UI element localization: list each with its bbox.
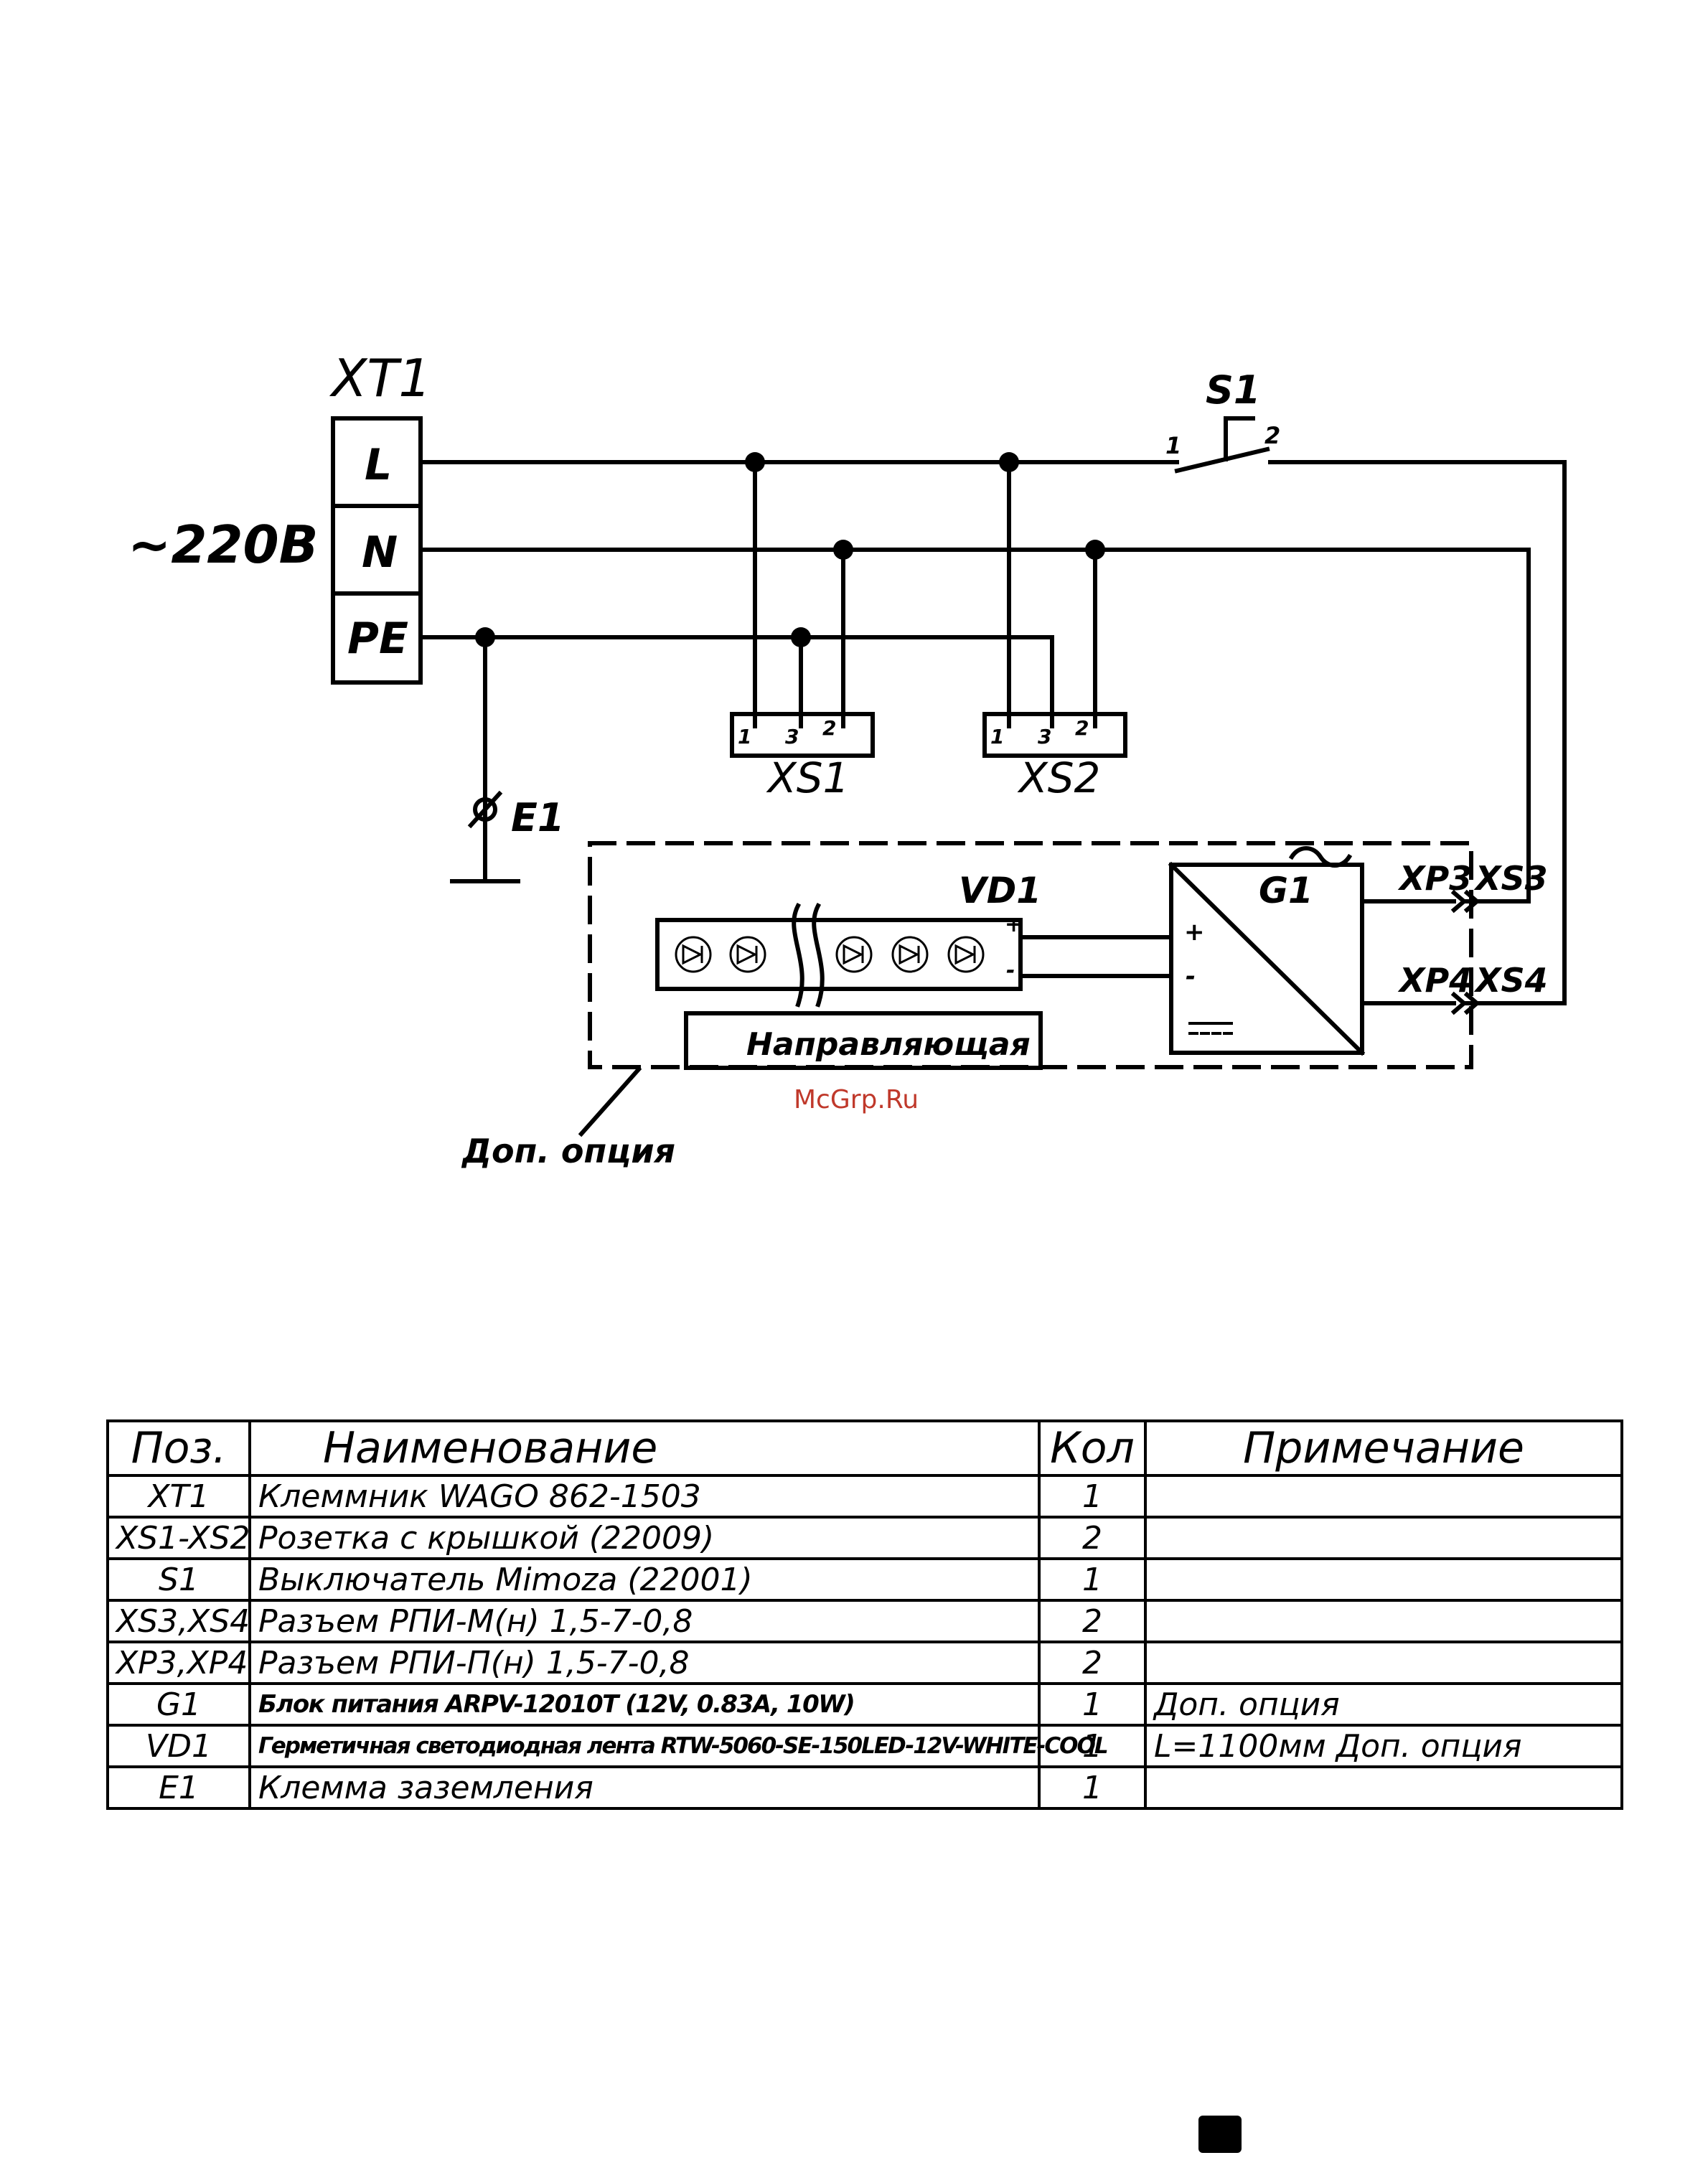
pin-pe-label: PE [347,614,408,664]
bom-name: Герметичная светодиодная лента RTW-5060-… [248,1724,1109,1768]
bom-pos: S1 [106,1557,251,1602]
bom-name: Разъем РПИ-П(н) 1,5-7-0,8 [248,1641,1041,1685]
bom-qty: 2 [1038,1516,1147,1560]
bom-pos: E1 [106,1765,251,1810]
bom-name: Розетка с крышкой (22009) [248,1516,1041,1560]
pin-l-label: L [365,440,392,490]
wiring-diagram: XT1 L N PE ~220В S1 1 2 1 3 2 XS1 1 3 2 … [128,348,1567,1170]
bom-pos: XS1-XS2 [106,1516,251,1560]
xs2-pin2: 2 [1075,716,1089,740]
xs1-pin2: 2 [822,716,836,740]
bom-note [1144,1516,1623,1560]
bom-note [1144,1599,1623,1643]
pin-n-label: N [362,527,398,578]
led-strip-vd1 [655,918,1023,991]
vd1-plus: + [1005,912,1023,937]
xp3-label: XP3 [1397,859,1472,898]
socket-xs1 [730,712,875,758]
xs2-label: XS2 [1017,754,1100,802]
switch-pin1: 1 [1165,432,1181,459]
bom-row: E1 Клемма заземления 1 [106,1765,1623,1810]
option-note: Доп. опция [461,1132,675,1170]
vd1-label: VD1 [959,870,1041,911]
ground-label: E1 [511,795,564,840]
bom-row: XT1 Клеммник WAGO 862-1503 1 [106,1474,1623,1519]
bom-note [1144,1557,1623,1602]
bom-qty: 1 [1038,1765,1147,1810]
bom-note: L=1100мм Доп. опция [1144,1724,1623,1768]
switch-s1 [1174,446,1270,474]
bom-qty: 1 [1038,1682,1147,1727]
guide-rail [684,1011,1043,1070]
bom-row: XS3,XS4 Разъем РПИ-М(н) 1,5-7-0,8 2 [106,1599,1623,1643]
bom-pos: XP3,XP4 [106,1641,251,1685]
xp4-label: XP4 [1397,961,1472,1000]
bom-name: Клеммник WAGO 862-1503 [248,1474,1041,1519]
bom-table: Поз. Наименование Кол Примечание XT1 Кле… [106,1419,1623,1810]
header-name: Наименование [248,1419,1041,1477]
bom-name: Клемма заземления [248,1765,1041,1810]
bom-name: Разъем РПИ-М(н) 1,5-7-0,8 [248,1599,1041,1643]
xs1-pin3: 3 [785,725,799,748]
option-boundary [588,841,1473,1069]
xt1-label: XT1 [329,348,431,408]
xs2-pin1: 1 [990,725,1004,748]
switch-label: S1 [1206,367,1260,413]
bom-header-row: Поз. Наименование Кол Примечание [106,1419,1623,1477]
xs1-label: XS1 [766,754,849,802]
bom-note [1144,1641,1623,1685]
bom-note: Доп. опция [1144,1682,1623,1727]
bom-name: Выключатель Mimoza (22001) [248,1557,1041,1602]
bom-row: XP3,XP4 Разъем РПИ-П(н) 1,5-7-0,8 2 [106,1641,1623,1685]
bom-pos: XT1 [106,1474,251,1519]
guide-label: Направляющая [746,1026,1031,1063]
vd1-minus: - [1006,958,1015,983]
led-icons [675,936,985,973]
watermark: McGrp.Ru [794,1085,919,1114]
xs1-pin1: 1 [738,725,751,748]
bom-pos: VD1 [106,1724,251,1768]
g1-plus: + [1184,918,1205,947]
xs2-pin3: 3 [1038,725,1051,748]
xs3-label: XS3 [1473,859,1548,898]
bom-qty: 2 [1038,1641,1147,1685]
header-note: Примечание [1144,1419,1623,1477]
bom-qty: 1 [1038,1557,1147,1602]
junction-dots [475,452,1105,647]
bom-row: XS1-XS2 Розетка с крышкой (22009) 2 [106,1516,1623,1560]
page-marker [1198,2116,1242,2153]
bom-qty: 2 [1038,1599,1147,1643]
bom-qty: 1 [1038,1724,1147,1768]
psu-g1 [1169,863,1364,1055]
xs4-label: XS4 [1473,961,1548,1000]
bom-qty: 1 [1038,1474,1147,1519]
socket-xs2 [982,712,1127,758]
bom-pos: G1 [106,1682,251,1727]
header-pos: Поз. [106,1419,251,1477]
supply-label: ~220В [128,515,319,575]
g1-label: G1 [1259,870,1313,911]
bom-pos: XS3,XS4 [106,1599,251,1643]
bom-note [1144,1765,1623,1810]
g1-minus: - [1186,962,1196,991]
bom-row: G1 Блок питания ARPV-12010T (12V, 0.83A,… [106,1682,1623,1727]
bom-row: S1 Выключатель Mimoza (22001) 1 [106,1557,1623,1602]
bom-note [1144,1474,1623,1519]
bom-name: Блок питания ARPV-12010T (12V, 0.83A, 10… [248,1682,1041,1727]
switch-pin2: 2 [1264,422,1280,449]
header-qty: Кол [1038,1419,1147,1477]
bom-row: VD1 Герметичная светодиодная лента RTW-5… [106,1724,1623,1768]
